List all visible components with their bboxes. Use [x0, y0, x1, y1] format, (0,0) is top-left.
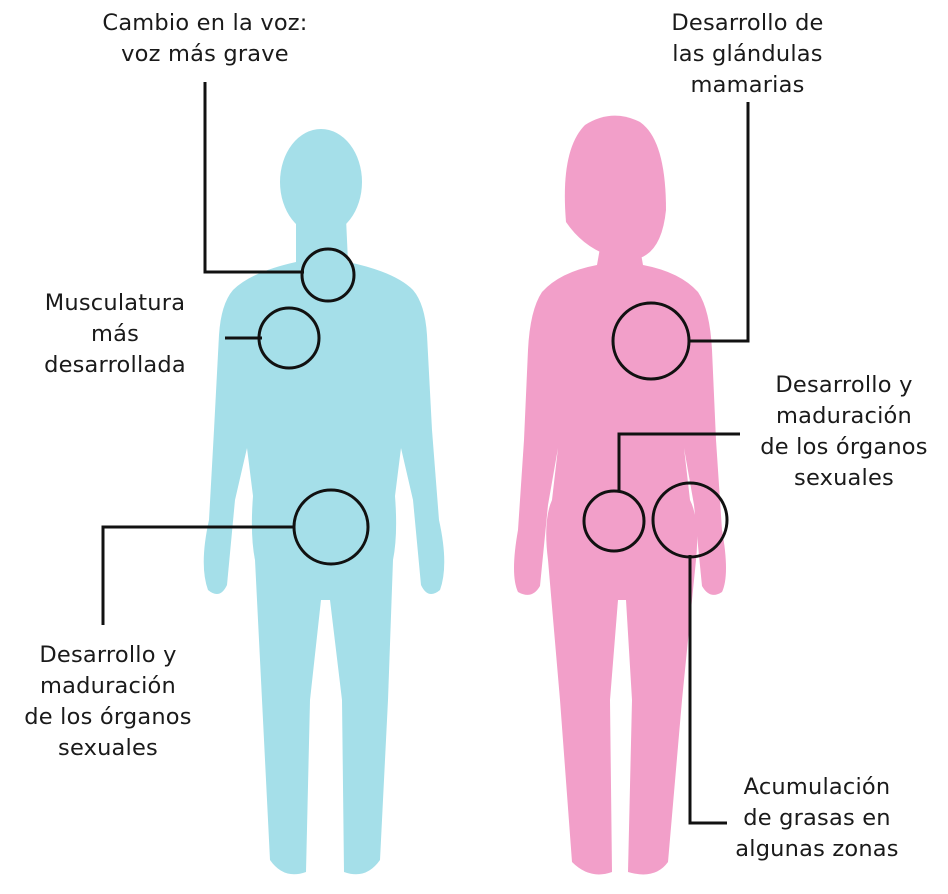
female-fat-label: Acumulación de grasas en algunas zonas	[722, 772, 912, 865]
male-organs-label: Desarrollo y maduración de los órganos s…	[8, 640, 208, 764]
female-pelvis-circle	[582, 489, 646, 553]
label-line: Desarrollo y	[39, 642, 177, 668]
female-fat-leader	[688, 555, 727, 825]
label-line: de grasas en	[743, 805, 891, 831]
female-hair	[564, 115, 666, 258]
female-hip-circle	[651, 481, 729, 559]
male-throat-circle	[300, 247, 356, 303]
label-line: de los órganos	[24, 704, 192, 730]
male-muscles-label: Musculatura más desarrollada	[10, 288, 220, 381]
male-organs-leader	[101, 525, 294, 625]
female-mammary-label: Desarrollo de las glándulas mamarias	[640, 8, 855, 101]
label-line: desarrollada	[44, 352, 186, 378]
female-neck-torso	[514, 248, 726, 875]
label-line: maduración	[40, 673, 176, 699]
male-voice-label: Cambio en la voz: voz más grave	[70, 8, 340, 70]
male-neck-torso	[203, 218, 445, 875]
label-line: las glándulas	[672, 41, 823, 67]
label-line: Musculatura	[44, 290, 186, 316]
label-line: de los órganos	[760, 434, 928, 460]
female-mammary-leader	[690, 102, 750, 343]
label-line: más	[90, 321, 140, 347]
label-line: voz más grave	[121, 41, 289, 67]
label-line: Desarrollo y	[775, 372, 913, 398]
label-line: Desarrollo de	[671, 10, 824, 36]
male-voice-leader	[203, 82, 304, 274]
female-breast-circle	[611, 301, 691, 381]
label-line: Cambio en la voz:	[102, 10, 308, 36]
label-line: sexuales	[794, 465, 894, 491]
female-organs-label: Desarrollo y maduración de los órganos s…	[744, 370, 944, 494]
male-pelvis-circle	[292, 488, 370, 566]
female-silhouette	[514, 115, 726, 875]
label-line: maduración	[776, 403, 912, 429]
label-line: algunas zonas	[735, 836, 899, 862]
male-chest-circle	[257, 306, 321, 370]
female-organs-leader	[617, 432, 740, 492]
label-line: mamarias	[690, 72, 805, 98]
male-silhouette	[203, 129, 445, 875]
label-line: sexuales	[58, 735, 158, 761]
label-line: Acumulación	[743, 774, 891, 800]
male-head	[280, 129, 362, 235]
